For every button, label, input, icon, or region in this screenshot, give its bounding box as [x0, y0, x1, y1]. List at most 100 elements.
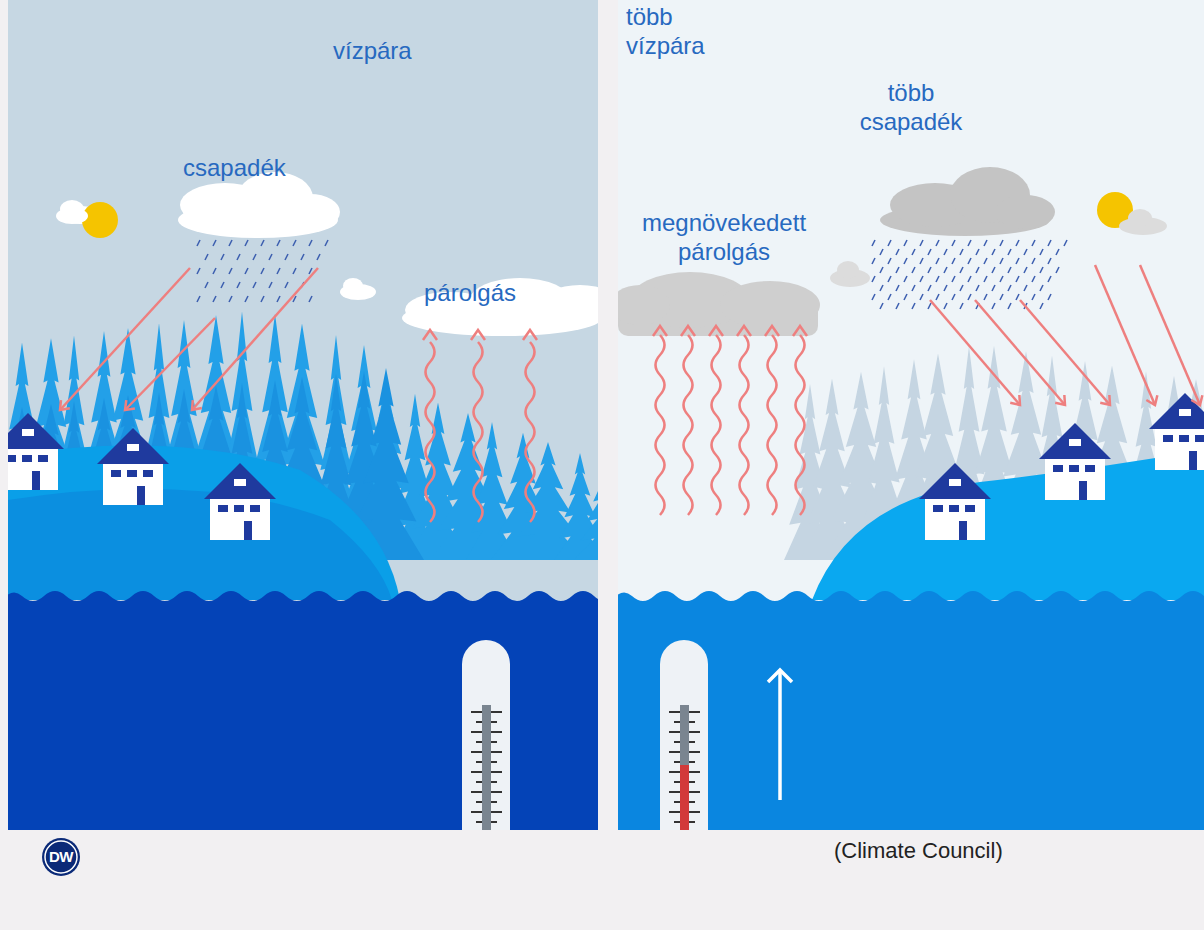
house-window — [127, 444, 139, 451]
raindrop — [880, 285, 883, 291]
raindrop — [1032, 294, 1035, 300]
tick — [674, 741, 680, 743]
right-panel — [618, 0, 1204, 830]
tick — [471, 811, 482, 813]
house-door — [32, 471, 40, 490]
raindrop — [968, 240, 971, 246]
raindrop — [920, 294, 923, 300]
house-window — [949, 479, 961, 486]
raindrop — [213, 296, 216, 302]
house-window — [1163, 435, 1173, 442]
radiation-arrows — [60, 268, 318, 410]
tick — [689, 791, 700, 793]
house-window — [111, 470, 121, 477]
raindrop — [205, 254, 208, 260]
diagram-label: vízpára — [333, 36, 473, 65]
tick — [491, 781, 497, 783]
evaporation-head — [793, 326, 807, 336]
house-wall — [210, 495, 270, 540]
house-window — [1069, 465, 1079, 472]
raindrop — [1048, 258, 1051, 264]
raindrop — [253, 282, 256, 288]
raindrop — [213, 240, 216, 246]
hill — [812, 450, 1204, 600]
raindrop — [920, 258, 923, 264]
evaporation-head — [423, 330, 437, 340]
small-cloud — [56, 208, 88, 224]
raindrop — [928, 303, 931, 309]
raindrop — [936, 240, 939, 246]
evaporation-head — [737, 326, 751, 336]
red-arrow — [930, 300, 1020, 405]
raindrop — [1008, 285, 1011, 291]
raindrop — [912, 303, 915, 309]
house-roof — [8, 413, 64, 449]
raindrop — [888, 258, 891, 264]
raindrop — [245, 240, 248, 246]
raindrop — [896, 285, 899, 291]
raindrop — [872, 276, 875, 282]
raindrop — [325, 240, 328, 246]
thermometer — [660, 640, 708, 830]
house-roof — [97, 428, 169, 464]
tick — [491, 761, 497, 763]
tick — [689, 811, 700, 813]
raindrop — [1040, 249, 1043, 255]
raindrop — [245, 268, 248, 274]
tick — [491, 771, 502, 773]
raindrop — [920, 240, 923, 246]
tick — [476, 781, 482, 783]
small-cloud — [830, 261, 870, 287]
raindrop — [285, 254, 288, 260]
grey-cloud — [618, 272, 820, 336]
house-window — [8, 455, 16, 462]
tick — [674, 781, 680, 783]
raindrop — [976, 285, 979, 291]
raindrop — [904, 294, 907, 300]
house-window — [1179, 435, 1189, 442]
tick — [476, 741, 482, 743]
raindrop — [1008, 249, 1011, 255]
raindrop — [309, 296, 312, 302]
house-window — [1053, 465, 1063, 472]
raindrop — [1032, 240, 1035, 246]
raindrop — [1016, 240, 1019, 246]
tick — [471, 771, 482, 773]
raindrop — [229, 268, 232, 274]
raindrop — [1024, 285, 1027, 291]
tick — [669, 791, 680, 793]
rise-arrow — [778, 670, 782, 800]
raindrop — [1016, 258, 1019, 264]
house-door — [137, 486, 145, 505]
raindrop — [1000, 276, 1003, 282]
house-wall — [1155, 425, 1204, 470]
tick — [689, 771, 700, 773]
house-wall — [103, 460, 163, 505]
evaporation-head — [523, 330, 537, 340]
evaporation-line — [426, 342, 435, 522]
raindrop — [944, 303, 947, 309]
evaporation-line — [712, 335, 721, 515]
raindrop — [944, 267, 947, 273]
raindrop — [1048, 240, 1051, 246]
evaporation-line — [768, 335, 777, 515]
raindrop — [237, 254, 240, 260]
evaporation-line — [526, 342, 535, 522]
raindrop — [944, 285, 947, 291]
raindrop — [888, 240, 891, 246]
tick — [471, 751, 482, 753]
raindrop — [936, 294, 939, 300]
raindrop — [960, 267, 963, 273]
house-roof — [1149, 393, 1204, 429]
tick — [491, 821, 497, 823]
raindrop — [293, 268, 296, 274]
tick — [491, 711, 502, 713]
tick — [674, 821, 680, 823]
tick — [689, 761, 695, 763]
evaporation-head — [681, 326, 695, 336]
tick — [689, 741, 695, 743]
red-arrow — [60, 268, 190, 410]
tick — [491, 751, 502, 753]
spruce-tree — [574, 463, 598, 561]
